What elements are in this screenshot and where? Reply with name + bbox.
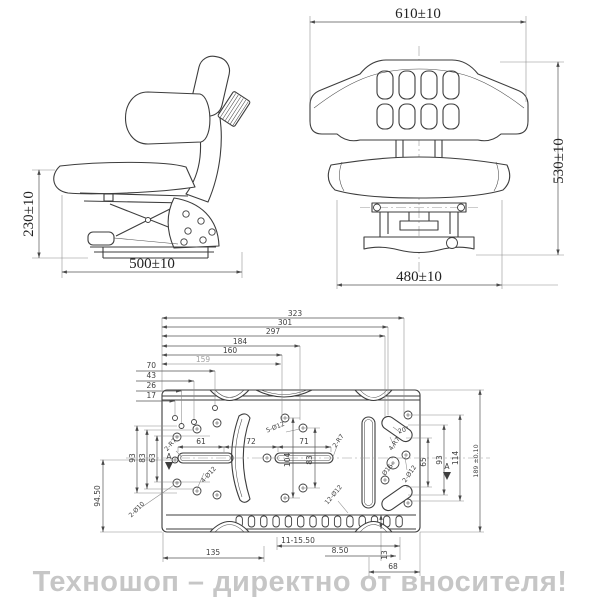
datum-arrow-left — [165, 462, 173, 470]
dim-13: 13 — [380, 550, 389, 560]
dim-93-right: 93 — [435, 455, 444, 465]
dim-17: 17 — [146, 391, 156, 400]
dim-94-50: 94.50 — [93, 485, 102, 507]
dim-70: 70 — [146, 361, 156, 370]
dim-159-ref: 159 — [196, 355, 211, 364]
label-20-deg: 20° — [397, 425, 410, 436]
adjuster-knob-hatch — [217, 91, 251, 127]
dim-301: 301 — [278, 318, 293, 327]
dim-68: 68 — [388, 562, 398, 571]
front-view-dimensions: 610±10 530±10 480±10 — [309, 6, 567, 289]
dim-71: 71 — [299, 437, 309, 446]
dim-43: 43 — [146, 371, 156, 380]
dim-297: 297 — [266, 327, 281, 336]
dim-83-left: 83 — [138, 453, 147, 463]
dim-11-15-50: 11-15.50 — [281, 536, 315, 545]
curved-slot — [231, 413, 251, 503]
label-2-d10: 2-Ø10 — [127, 500, 146, 519]
seat-cushion-front — [327, 156, 511, 199]
backrest-posts — [395, 140, 443, 162]
side-width-dim: 500±10 — [129, 256, 175, 272]
dim-189: 189 ±0.10 — [473, 444, 480, 477]
backrest-vents — [376, 70, 460, 130]
perforated-bracket — [167, 197, 220, 249]
dim-104: 104 — [283, 453, 292, 468]
footer-tagline: Техношоп – директно от вносителя! — [32, 566, 568, 598]
seat-cushion-side — [53, 161, 196, 195]
dim-61: 61 — [196, 437, 206, 446]
dim-26: 26 — [146, 381, 156, 390]
edge-bridges — [209, 389, 393, 533]
dim-72: 72 — [246, 437, 256, 446]
datum-arrow-right — [443, 472, 451, 480]
bracket-holes — [180, 210, 216, 246]
side-view-dimensions: 230±10 500±10 — [21, 169, 243, 278]
dim-63-left: 63 — [148, 453, 157, 463]
armrest-side — [125, 91, 211, 145]
front-base-dim: 480±10 — [396, 269, 442, 285]
dim-184: 184 — [233, 337, 248, 346]
base-rails — [90, 246, 216, 259]
front-width-dim: 610±10 — [395, 6, 441, 22]
datum-a-right: A — [444, 462, 450, 471]
seat-front-view: 610±10 530±10 480±10 — [309, 6, 567, 289]
suspension-assembly — [360, 202, 478, 254]
dim-114: 114 — [451, 451, 460, 466]
backrest-side — [185, 111, 222, 203]
side-height-dim: 230±10 — [21, 191, 37, 237]
dim-93-left: 93 — [128, 453, 137, 463]
adjust-handle — [87, 231, 115, 246]
dim-8-50: 8.50 — [332, 546, 349, 555]
backrest-front — [309, 59, 529, 142]
dim-65-right: 65 — [419, 457, 428, 467]
dim-83-mid: 83 — [305, 455, 314, 465]
seat-side-outline — [53, 55, 251, 259]
seat-side-view: 230±10 500±10 — [21, 55, 251, 278]
datum-a-left: A — [166, 452, 172, 461]
dim-160: 160 — [223, 346, 238, 355]
dim-323: 323 — [288, 309, 303, 318]
mounting-plate-view: 323 301 297 184 160 159 70 43 26 17 93 8… — [93, 309, 490, 576]
plate-dimension-lines — [101, 316, 482, 574]
dim-135: 135 — [206, 548, 221, 557]
seat-front-outline — [309, 46, 529, 276]
front-height-dim: 530±10 — [551, 138, 567, 184]
